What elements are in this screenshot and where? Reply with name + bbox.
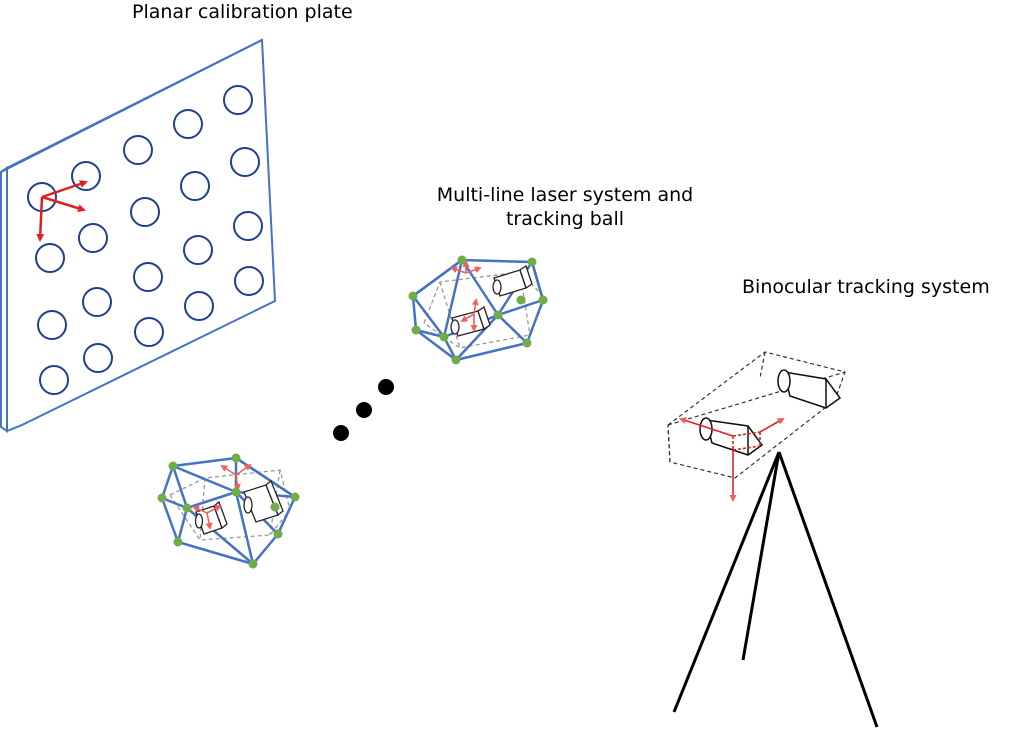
calibration-plate [0, 38, 277, 433]
tripod-icon [672, 451, 879, 728]
calibration-plate-label: Planar calibration plate [132, 1, 353, 23]
plate-top-edge [0, 39, 263, 173]
binocular-tracking-system [667, 351, 879, 728]
laser-system-label-line1: Multi-line laser system and [436, 184, 694, 206]
camera-icon [699, 369, 842, 456]
calibration-dot-grid [27, 85, 264, 395]
tracker-housing [667, 351, 846, 479]
binocular-tracking-label: Binocular tracking system [742, 276, 990, 298]
ellipsis-dots-icon [333, 379, 394, 441]
plate-front-face [6, 38, 277, 433]
tracking-ball-upper [408, 255, 548, 365]
tracking-ball-lower [157, 453, 300, 569]
laser-system-label-line2: tracking ball [505, 208, 625, 230]
plate-coordinate-axes [36, 180, 88, 242]
plate-side-edge [0, 166, 8, 433]
laser-system-label: Multi-line laser system and tracking bal… [420, 183, 710, 231]
